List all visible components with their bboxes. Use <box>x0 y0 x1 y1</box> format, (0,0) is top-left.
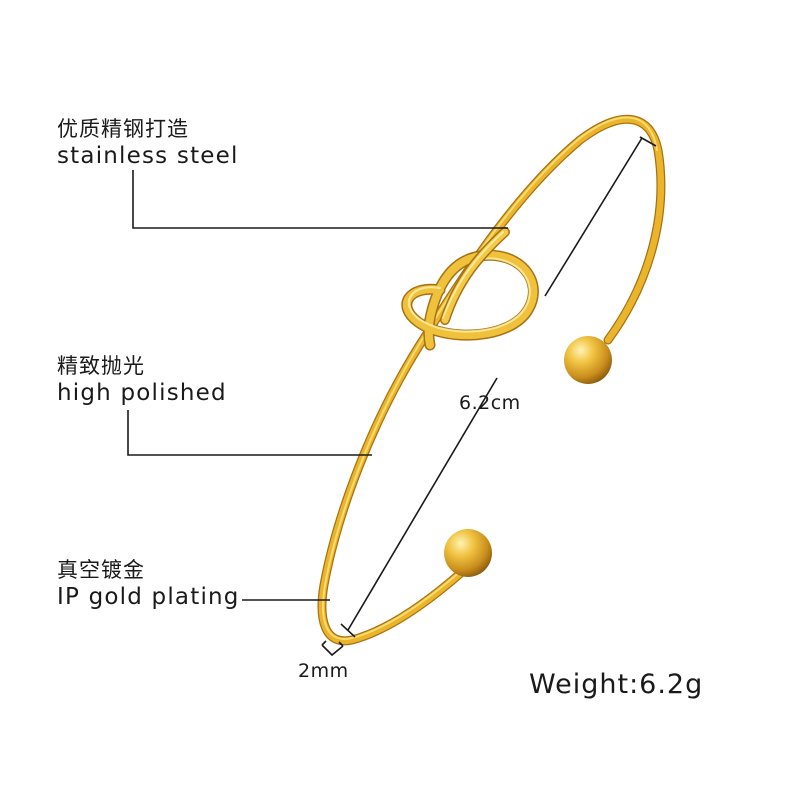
bangle-wire <box>317 114 666 646</box>
diameter-measure <box>340 136 657 638</box>
diameter-label: 6.2cm <box>459 392 521 414</box>
ball-end-lower <box>444 529 492 577</box>
thickness-label: 2mm <box>298 660 349 682</box>
thickness-measure <box>321 640 344 657</box>
feature-plating-chinese: 真空镀金 <box>57 558 145 582</box>
feature-steel-chinese: 优质精钢打造 <box>57 117 189 141</box>
ball-end-upper <box>564 336 612 384</box>
weight-label: Weight:6.2g <box>529 669 704 700</box>
leader-lines <box>127 170 508 601</box>
feature-steel-english: stainless steel <box>57 143 239 169</box>
leader-line-polished <box>127 410 372 456</box>
feature-polished-chinese: 精致抛光 <box>57 354 145 378</box>
feature-polished-english: high polished <box>57 380 227 406</box>
leader-line-steel <box>132 170 508 229</box>
knot <box>401 227 539 351</box>
feature-plating-english: IP gold plating <box>57 584 240 610</box>
